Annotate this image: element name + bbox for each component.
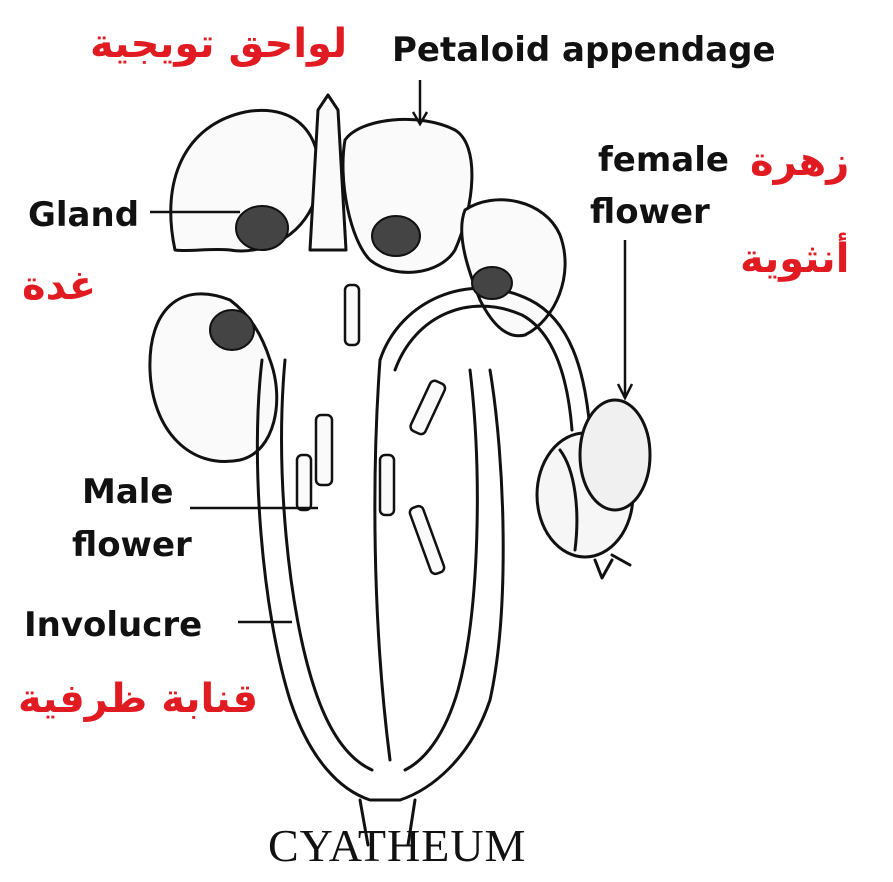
male-flower-5 [380, 455, 394, 515]
ovary-back [580, 400, 650, 510]
ovary-base-spikes [595, 555, 630, 578]
label-female-flower-ar-2: أنثوية [740, 235, 849, 283]
label-gland: Gland [28, 195, 139, 235]
gland-1 [236, 206, 288, 250]
involucre-cup [257, 360, 503, 800]
diagram-caption: CYATHEUM [268, 820, 526, 872]
label-female-flower-1: female [598, 140, 729, 180]
central-bract [310, 95, 346, 250]
male-flower-6 [408, 505, 445, 576]
gland-3 [472, 267, 512, 299]
label-involucre-ar: قنابة ظرفية [18, 675, 258, 723]
male-flower-3 [297, 455, 311, 510]
female-pedicel-down [375, 360, 390, 760]
label-female-flower-2: flower [590, 192, 710, 232]
label-male-flower-2: flower [72, 525, 192, 565]
label-petaloid-appendage: Petaloid appendage [392, 30, 776, 70]
male-flower-2 [316, 415, 332, 485]
male-flower-1 [345, 285, 359, 345]
label-involucre: Involucre [24, 605, 202, 645]
label-gland-ar: غدة [22, 262, 96, 310]
gland-2 [372, 216, 420, 256]
label-petaloid-appendage-ar: لواحق تويجية [90, 20, 347, 68]
male-flower-4 [409, 379, 447, 436]
label-female-flower-ar-1: زهرة [750, 138, 849, 186]
gland-4 [210, 310, 254, 350]
label-male-flower-1: Male [82, 472, 174, 512]
